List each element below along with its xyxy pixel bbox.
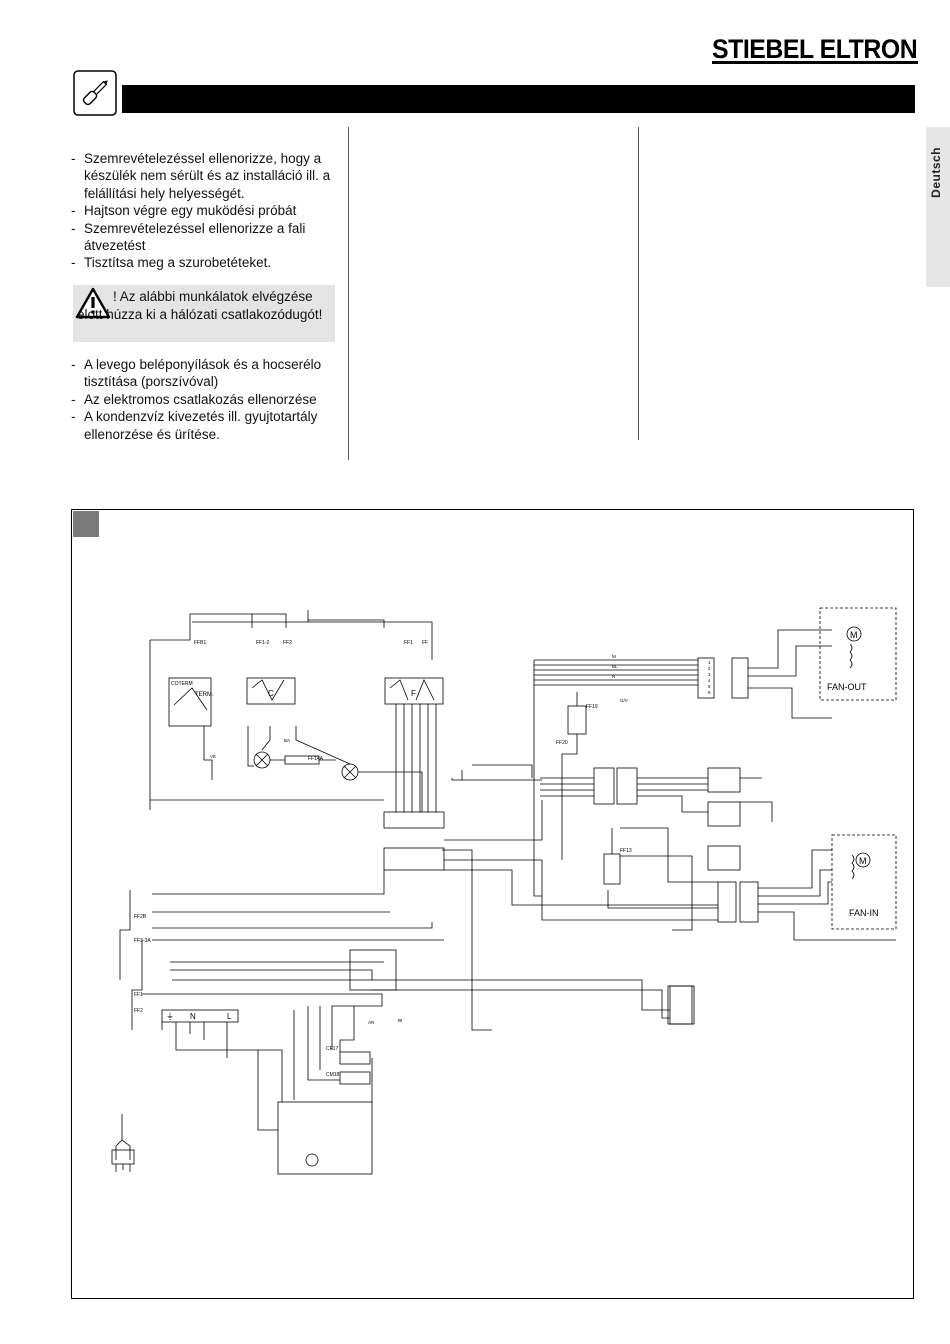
- compressor-motor-icon: [305, 1153, 319, 1167]
- capacitor-box: [567, 705, 587, 735]
- terminal-l: L: [227, 1012, 232, 1021]
- wire-label: BI: [398, 1018, 402, 1023]
- mains-plug-icon: [111, 1114, 135, 1172]
- connector-block: [739, 881, 759, 923]
- connector-block: [593, 767, 615, 805]
- pin-number: 6: [708, 690, 711, 695]
- list-item: Szemrevételezéssel ellenorizze, hogy a k…: [70, 150, 338, 202]
- conn-label: FF13: [620, 848, 632, 854]
- pin-number: 2: [708, 666, 711, 671]
- column-divider-1: [348, 127, 349, 460]
- conn-label: FF2: [134, 1008, 143, 1014]
- pin-number: 1: [708, 660, 711, 665]
- conn-label: FF1: [404, 640, 413, 646]
- connector-block: [616, 767, 638, 805]
- conn-label: CM18: [326, 1072, 340, 1078]
- conn-label: FF: [422, 640, 428, 646]
- term-label: TERM.: [195, 692, 214, 698]
- block-c-label: C: [268, 689, 274, 698]
- conn-label: FF19: [586, 704, 598, 710]
- conn-label: FF2: [283, 640, 292, 646]
- list-item: A kondenzvíz kivezetés ill. gyujtotartál…: [70, 408, 338, 443]
- warning-box: ! Az alábbi munkálatok elvégzése elott h…: [73, 285, 335, 342]
- lamp-icon: [341, 763, 359, 781]
- wire-label: AR: [368, 1020, 375, 1025]
- language-tab-label: Deutsch: [929, 147, 943, 198]
- warning-triangle-icon: [75, 287, 111, 319]
- connector-strip: [383, 847, 445, 871]
- conn-label: FF3-3A: [134, 938, 151, 944]
- column-divider-2: [638, 127, 639, 440]
- conn-label: FF14A: [308, 756, 324, 762]
- wire-label: BA: [284, 738, 290, 743]
- screwdriver-icon: [73, 70, 117, 116]
- capacitor-box: [603, 853, 621, 885]
- fan-out-label: FAN-OUT: [827, 682, 867, 692]
- conn-label: FFB1: [194, 640, 206, 646]
- conn-label: FF1: [134, 992, 143, 998]
- figure-number-box: [73, 511, 99, 537]
- block-f-label: F: [411, 689, 416, 698]
- wire-label: BL: [612, 664, 618, 669]
- maintenance-list: Szemrevételezéssel ellenorizze, hogy a k…: [70, 150, 338, 272]
- fan-out-motor-label: M: [850, 630, 858, 640]
- block-c: C: [246, 677, 296, 705]
- wire-label: G/V: [620, 698, 628, 703]
- fan-in-motor-label: M: [859, 856, 867, 866]
- list-item: A levego beléponyílások és a hocserélo t…: [70, 356, 338, 391]
- pin-number: 4: [708, 678, 711, 683]
- conn-label: FF1-2: [256, 640, 270, 646]
- thermostat-block: COTERM TERM.: [168, 677, 214, 727]
- list-item: Az elektromos csatlakozás ellenorzése: [70, 391, 338, 409]
- connector-block: [717, 881, 737, 923]
- coterm-label: COTERM: [171, 681, 193, 687]
- conn-label: FF20: [556, 740, 568, 746]
- connector-block: [731, 657, 749, 699]
- maintenance-list-2: A levego beléponyílások és a hocserélo t…: [70, 356, 338, 443]
- logo-underline: [712, 61, 918, 64]
- language-tab[interactable]: Deutsch: [926, 127, 950, 287]
- terminal-earth: ⏚: [166, 1012, 174, 1021]
- relay-box: [707, 801, 741, 827]
- relay-box: [707, 767, 741, 793]
- display-connector: [667, 985, 695, 1025]
- block-f: F: [384, 677, 444, 705]
- fan-out-unit: M FAN-OUT: [819, 607, 897, 701]
- fan-in-label: FAN-IN: [849, 908, 879, 918]
- terminal-n: N: [190, 1012, 196, 1021]
- brand-logo: STIEBEL ELTRON: [712, 34, 918, 64]
- relay-box: [707, 845, 741, 871]
- pin-number: 5: [708, 684, 711, 689]
- wire-label: VE: [210, 754, 216, 759]
- pin-number: 3: [708, 672, 711, 677]
- list-item: Hajtson végre egy muködési próbát: [70, 202, 338, 220]
- cm18-block: [339, 1071, 371, 1085]
- list-item: Szemrevételezéssel ellenorizze a fali át…: [70, 220, 338, 255]
- connector-strip: [383, 811, 445, 829]
- fan-in-unit: M FAN-IN: [831, 834, 897, 930]
- wire-label: M: [612, 654, 616, 659]
- wire-label: N: [612, 674, 615, 679]
- compressor-unit: [277, 1101, 373, 1175]
- section-title-bar: [122, 85, 915, 113]
- connector-block: [669, 985, 693, 1025]
- conn-label: FF2B: [134, 914, 147, 920]
- warning-text: ! Az alábbi munkálatok elvégzése elott h…: [77, 289, 323, 322]
- conn-label: CF17: [326, 1046, 338, 1052]
- cf17-block: [339, 1051, 371, 1065]
- lamp-icon: [253, 751, 271, 769]
- wiring-diagram: M FAN-OUT M FAN-IN COTERM TERM. C F: [111, 607, 897, 1175]
- connector-block: [697, 657, 715, 699]
- list-item: Tisztítsa meg a szurobetéteket.: [70, 254, 338, 272]
- wiring-diagram-frame: [71, 509, 914, 1299]
- mains-terminal-block: ⏚ N L: [161, 1009, 239, 1023]
